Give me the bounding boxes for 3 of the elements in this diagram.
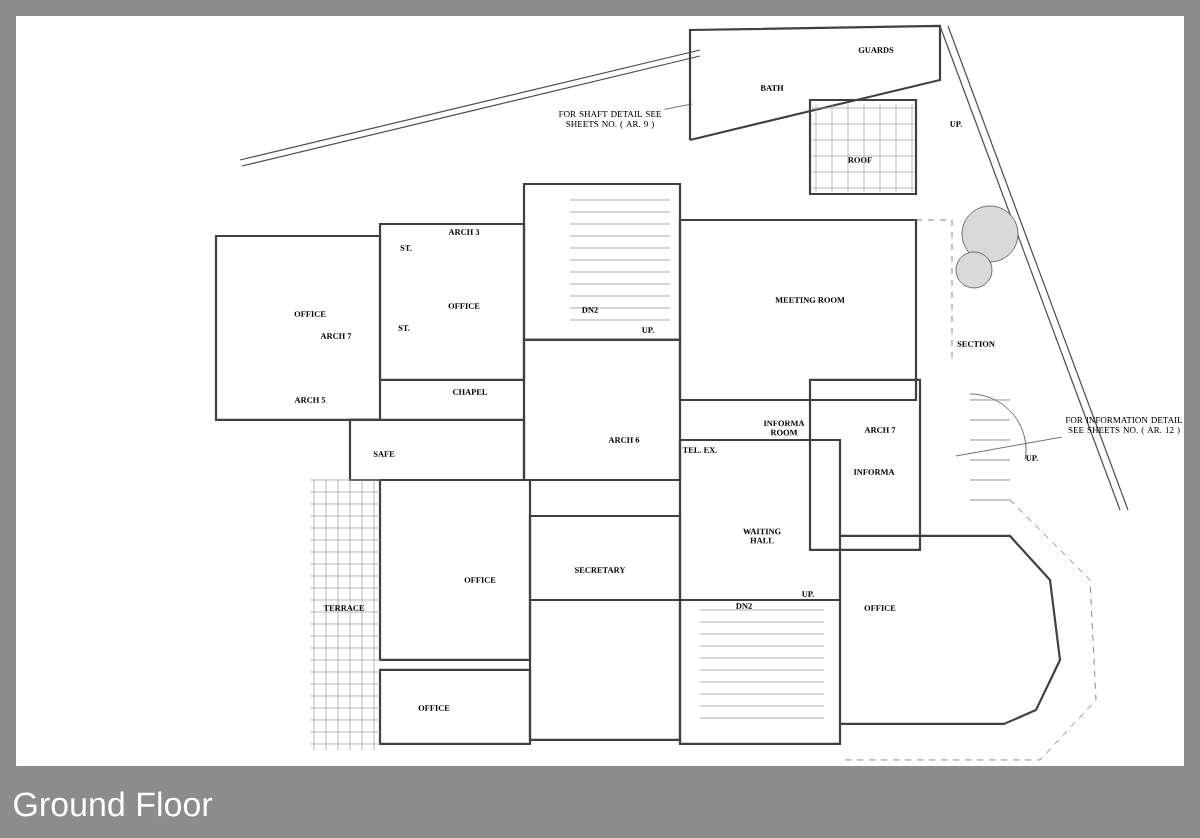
caption: Ground Floor xyxy=(14,791,213,817)
leader-line xyxy=(955,436,1062,457)
leader-line xyxy=(664,103,693,110)
